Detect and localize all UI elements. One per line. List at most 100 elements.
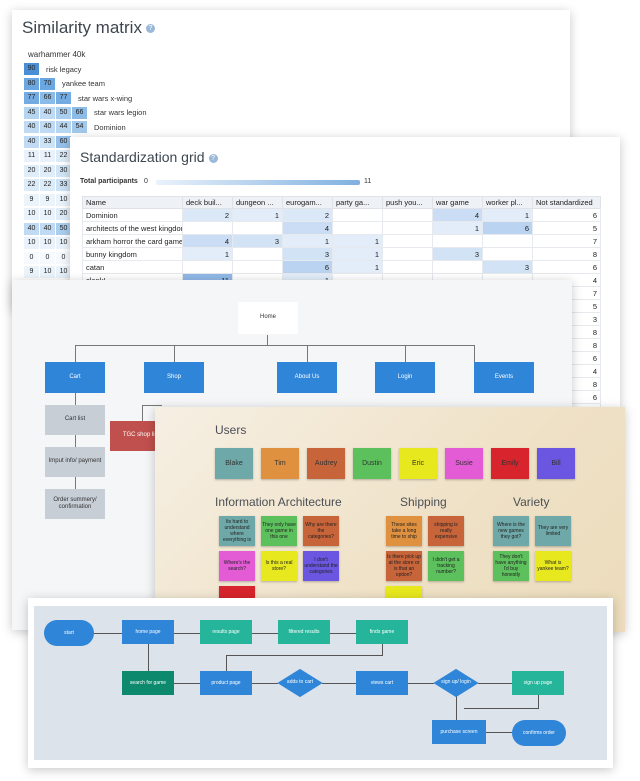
similarity-cell[interactable]: 10: [24, 237, 39, 249]
similarity-cell[interactable]: 60: [56, 135, 71, 148]
sticky-note[interactable]: Is this a real store?: [261, 551, 297, 581]
similarity-cell[interactable]: 30: [56, 164, 71, 177]
similarity-cell[interactable]: 40: [40, 222, 55, 235]
sticky-note[interactable]: They only have one game in this one: [261, 516, 297, 546]
similarity-cell[interactable]: 80: [24, 77, 39, 90]
column-header[interactable]: war game: [432, 196, 483, 209]
value-cell: 3: [432, 247, 483, 261]
column-header[interactable]: eurogam...: [282, 196, 333, 209]
row-name-cell: Dominion: [82, 208, 183, 222]
value-cell: 8: [532, 247, 601, 261]
similarity-cell[interactable]: 44: [56, 121, 71, 133]
similarity-cell[interactable]: 10: [56, 266, 71, 278]
similarity-cell[interactable]: 66: [72, 106, 87, 119]
user-sticky-note[interactable]: Susie: [445, 448, 483, 479]
column-header[interactable]: push you...: [382, 196, 433, 209]
similarity-cell[interactable]: 9: [24, 193, 39, 206]
similarity-cell[interactable]: 9: [40, 193, 55, 206]
user-sticky-note[interactable]: Emily: [491, 448, 529, 479]
similarity-cell[interactable]: 10: [40, 237, 55, 249]
flow-filtered-results: filtered results: [278, 620, 330, 644]
similarity-cell[interactable]: 77: [56, 92, 71, 104]
help-icon[interactable]: ?: [145, 24, 155, 34]
value-cell: 4: [432, 208, 483, 222]
similarity-cell[interactable]: 50: [56, 222, 71, 235]
column-header[interactable]: deck buil...: [182, 196, 233, 209]
similarity-cell[interactable]: 45: [24, 106, 39, 119]
similarity-cell[interactable]: 22: [56, 150, 71, 162]
sticky-note[interactable]: I don't understand the categories: [303, 551, 339, 581]
column-header[interactable]: party ga...: [332, 196, 383, 209]
user-sticky-note[interactable]: Bill: [537, 448, 575, 479]
similarity-cell[interactable]: 20: [24, 164, 39, 177]
similarity-cell[interactable]: 10: [40, 208, 55, 220]
sticky-note[interactable]: They are very limited: [535, 516, 571, 546]
similarity-cell[interactable]: 10: [56, 193, 71, 206]
similarity-cell[interactable]: 20: [56, 208, 71, 220]
similarity-cell[interactable]: 11: [24, 150, 39, 162]
user-sticky-note[interactable]: Blake: [215, 448, 253, 479]
user-sticky-note[interactable]: Eric: [399, 448, 437, 479]
column-header[interactable]: worker pl...: [482, 196, 533, 209]
sticky-note[interactable]: Where's the search?: [219, 551, 255, 581]
similarity-cell[interactable]: 40: [24, 222, 39, 235]
user-sticky-note[interactable]: Tim: [261, 448, 299, 479]
similarity-cell[interactable]: 40: [40, 106, 55, 119]
sticky-note[interactable]: Why are there the categories?: [303, 516, 339, 546]
sticky-note[interactable]: shipping is really expensive: [428, 516, 464, 546]
value-cell: 3: [232, 234, 283, 248]
flow-views-cart: views cart: [356, 671, 408, 695]
column-header[interactable]: Not standardized: [532, 196, 601, 209]
similarity-cell[interactable]: 20: [40, 164, 55, 177]
similarity-cell[interactable]: 90: [24, 63, 39, 75]
similarity-cell[interactable]: 9: [24, 266, 39, 278]
similarity-cell[interactable]: 54: [72, 121, 87, 133]
similarity-cell[interactable]: 10: [56, 237, 71, 249]
similarity-cell[interactable]: 70: [40, 77, 55, 90]
similarity-cell[interactable]: 40: [40, 121, 55, 133]
user-sticky-note[interactable]: Audrey: [307, 448, 345, 479]
sticky-note[interactable]: These sites take a long time to ship: [386, 516, 422, 546]
column-header[interactable]: Name: [82, 196, 183, 209]
column-header[interactable]: dungeon ...: [232, 196, 283, 209]
similarity-cell[interactable]: 66: [40, 92, 55, 104]
sitemap-input-payment: Imput info/ payment: [45, 447, 105, 477]
sticky-note[interactable]: Where is the new games they got?: [493, 516, 529, 546]
sitemap-cart: Cart: [45, 362, 105, 393]
similarity-cell[interactable]: 10: [40, 266, 55, 278]
similarity-cell[interactable]: 0: [24, 251, 39, 264]
similarity-cell[interactable]: 40: [24, 135, 39, 148]
similarity-cell[interactable]: 11: [40, 150, 55, 162]
user-sticky-note[interactable]: Dustin: [353, 448, 391, 479]
total-participants-label: Total participants: [80, 178, 138, 185]
similarity-cell[interactable]: 33: [56, 179, 71, 191]
sticky-note[interactable]: Its hard to understand where everything …: [219, 516, 255, 546]
sticky-note[interactable]: Is there pick up at the store or is that…: [386, 551, 422, 581]
similarity-cell[interactable]: 0: [40, 251, 55, 264]
sticky-note[interactable]: They don't have anything I'd buy honestl…: [493, 551, 529, 581]
flow-product-page: product page: [200, 671, 252, 695]
similarity-cell[interactable]: 40: [24, 121, 39, 133]
variety-heading: Variety: [513, 495, 550, 509]
similarity-cell[interactable]: 10: [24, 208, 39, 220]
similarity-cell[interactable]: 0: [56, 251, 71, 264]
similarity-cell[interactable]: 50: [56, 106, 71, 119]
similarity-cell[interactable]: 22: [24, 179, 39, 191]
sticky-note[interactable]: What is yankee team?: [535, 551, 571, 581]
sticky-note[interactable]: I didn't get a tracking number?: [428, 551, 464, 581]
similarity-cell[interactable]: 22: [40, 179, 55, 191]
help-icon[interactable]: ?: [208, 153, 218, 163]
similarity-cell[interactable]: 77: [24, 92, 39, 104]
flow-home-page: home page: [122, 620, 174, 644]
similarity-cell[interactable]: 33: [40, 135, 55, 148]
